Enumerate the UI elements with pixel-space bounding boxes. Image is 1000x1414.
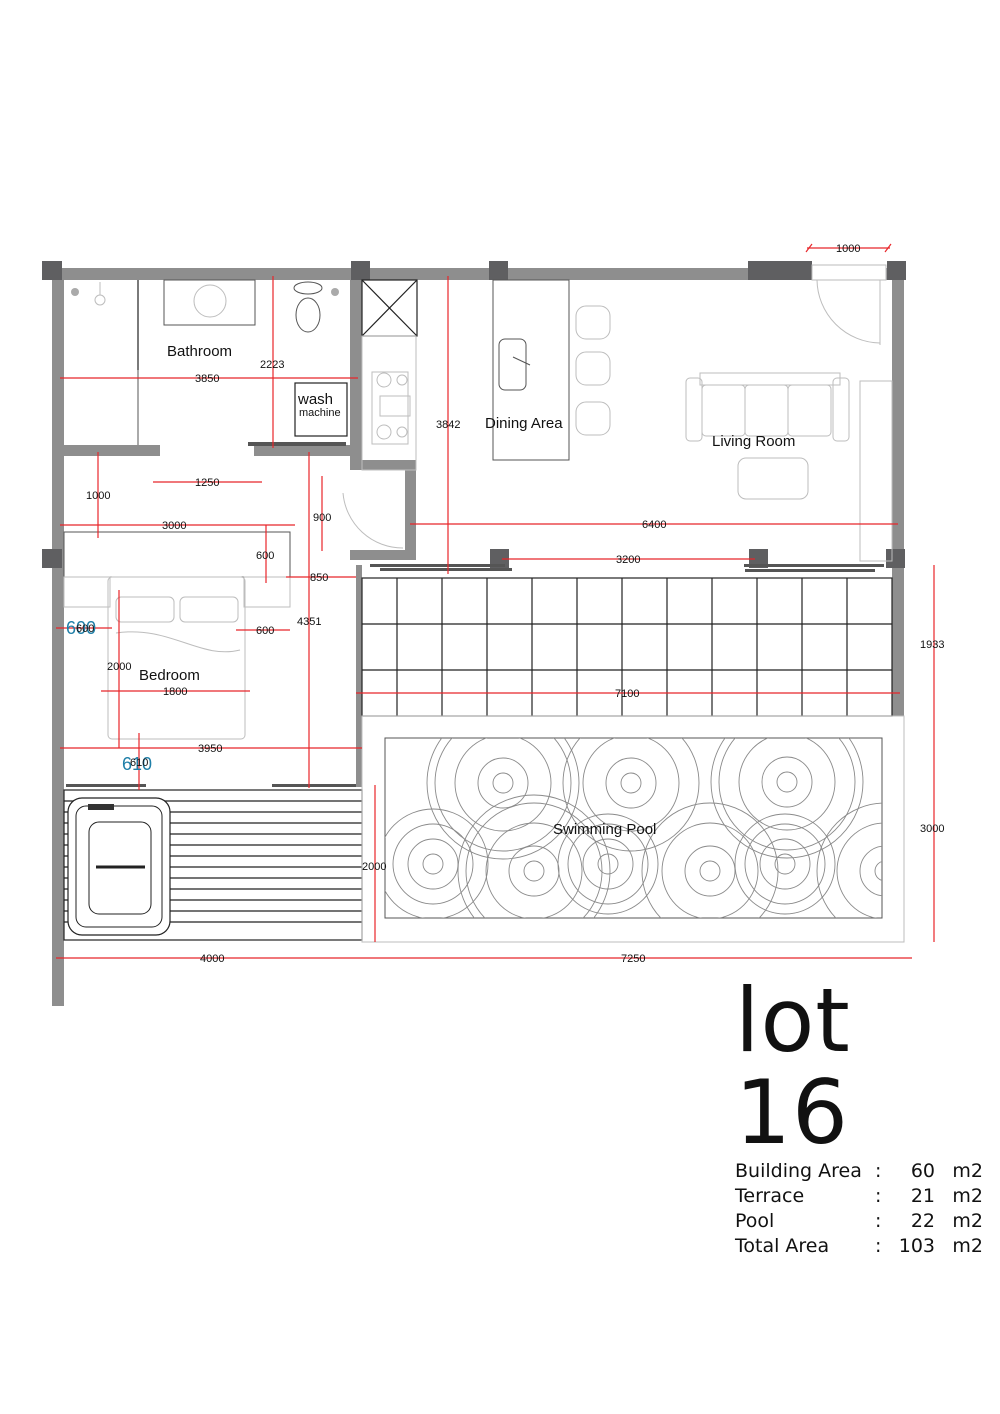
lot-title: lot 16 — [735, 969, 851, 1164]
area-row-total: Total Area : 103 m2 — [735, 1234, 985, 1259]
area-value: 60 — [910, 1160, 935, 1182]
dim-kitchen-depth: 3842 — [436, 419, 460, 431]
dim-front-door: 1000 — [836, 243, 860, 255]
dim-bathroom-width: 3850 — [195, 373, 219, 385]
dim-hall-opening: 1250 — [195, 477, 219, 489]
room-label-swimming-pool: Swimming Pool — [553, 821, 656, 838]
dim-bed-to-door: 610 — [130, 757, 148, 769]
bar-stools — [575, 305, 611, 436]
dim-wardrobe-width: 3000 — [162, 520, 186, 532]
area-value: 21 — [910, 1185, 935, 1207]
dim-door-900: 900 — [313, 512, 331, 524]
kitchen: Dining Area — [361, 279, 611, 471]
area-legend: lot 16 Building Area : 60 m2 Terrace : 2… — [735, 975, 985, 1259]
wood-deck — [63, 789, 363, 941]
pool-pattern — [385, 738, 882, 918]
bedroom: Bedroom — [63, 531, 356, 787]
area-colon: : — [875, 1210, 882, 1232]
living-room: Living Room — [342, 264, 893, 572]
dim-hall-depth: 1000 — [86, 490, 110, 502]
dim-terrace-width: 7100 — [615, 688, 639, 700]
area-unit: m2 — [952, 1210, 983, 1232]
area-colon: : — [875, 1185, 882, 1207]
dim-hall-850: 850 — [310, 572, 328, 584]
jacuzzi — [67, 797, 171, 936]
dim-wardrobe-depth: 600 — [256, 550, 274, 562]
dim-pool-area-depth: 3000 — [920, 823, 944, 835]
dim-bedside-left-overlay: 600 — [66, 618, 96, 638]
area-label: Pool — [735, 1210, 775, 1232]
dim-sliding-door: 3200 — [616, 554, 640, 566]
walls — [44, 268, 904, 1006]
area-row-pool: Pool : 22 m2 — [735, 1209, 985, 1234]
dim-bedside-right: 600 — [256, 625, 274, 637]
room-label-bedroom: Bedroom — [139, 667, 200, 684]
area-value: 22 — [910, 1210, 935, 1232]
dim-bedroom-width: 3950 — [198, 743, 222, 755]
dim-terrace-depth: 1933 — [920, 639, 944, 651]
room-label-bathroom: Bathroom — [167, 343, 232, 360]
dim-pool-deck-depth: 2000 — [362, 861, 386, 873]
area-row-building: Building Area : 60 m2 — [735, 1159, 985, 1184]
bathroom-fixtures: wash machine Bathroom — [71, 279, 348, 446]
dim-pool-width: 7250 — [621, 953, 645, 965]
area-unit: m2 — [952, 1185, 983, 1207]
area-unit: m2 — [952, 1235, 983, 1257]
room-label-living-room: Living Room — [712, 433, 795, 450]
dim-bedside-left: 600 — [76, 623, 94, 635]
swimming-pool: Swimming Pool — [361, 715, 905, 943]
dim-bedroom-depth: 4351 — [297, 616, 321, 628]
dim-deck-width: 4000 — [200, 953, 224, 965]
wash-machine-label: wash — [297, 391, 333, 408]
area-label: Total Area — [735, 1235, 830, 1257]
dim-bathroom-depth: 2223 — [260, 359, 284, 371]
dim-bed-width: 1800 — [163, 686, 187, 698]
room-label-dining-area: Dining Area — [485, 415, 563, 432]
area-value: 103 — [898, 1235, 935, 1257]
area-unit: m2 — [952, 1160, 983, 1182]
area-colon: : — [875, 1235, 882, 1257]
dimension-lines: 1000 3850 2223 3842 1250 1000 900 3000 6… — [56, 243, 944, 965]
area-label: Terrace — [735, 1185, 805, 1207]
columns — [42, 261, 906, 568]
dim-bed-to-door-overlay: 610 — [122, 754, 152, 774]
area-label: Building Area — [735, 1160, 862, 1182]
wash-machine-label-2: machine — [299, 407, 341, 419]
area-row-terrace: Terrace : 21 m2 — [735, 1184, 985, 1209]
dim-bed-length: 2000 — [107, 661, 131, 673]
area-colon: : — [875, 1160, 882, 1182]
dim-living-width: 6400 — [642, 519, 666, 531]
